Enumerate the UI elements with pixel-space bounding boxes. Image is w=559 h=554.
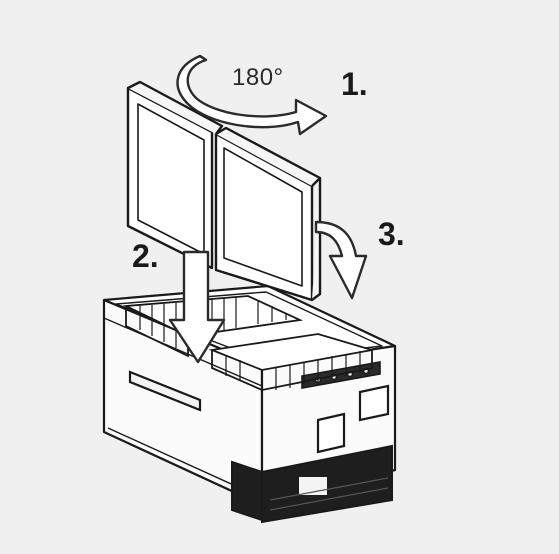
cooler-base-panel [231,444,393,524]
step-1-label: 1. [341,66,368,102]
open-lid [126,80,322,302]
cooler-handles [128,370,390,454]
rotate-180-arrow-icon [176,54,328,136]
step-3-label: 3. [378,216,405,252]
step-2-label: 2. [132,238,159,274]
left-basket [122,295,304,358]
curved-down-arrow-icon [314,220,368,300]
down-arrow-icon [168,250,226,364]
rotation-angle-label: 180° [232,64,284,91]
right-basket [208,333,373,392]
